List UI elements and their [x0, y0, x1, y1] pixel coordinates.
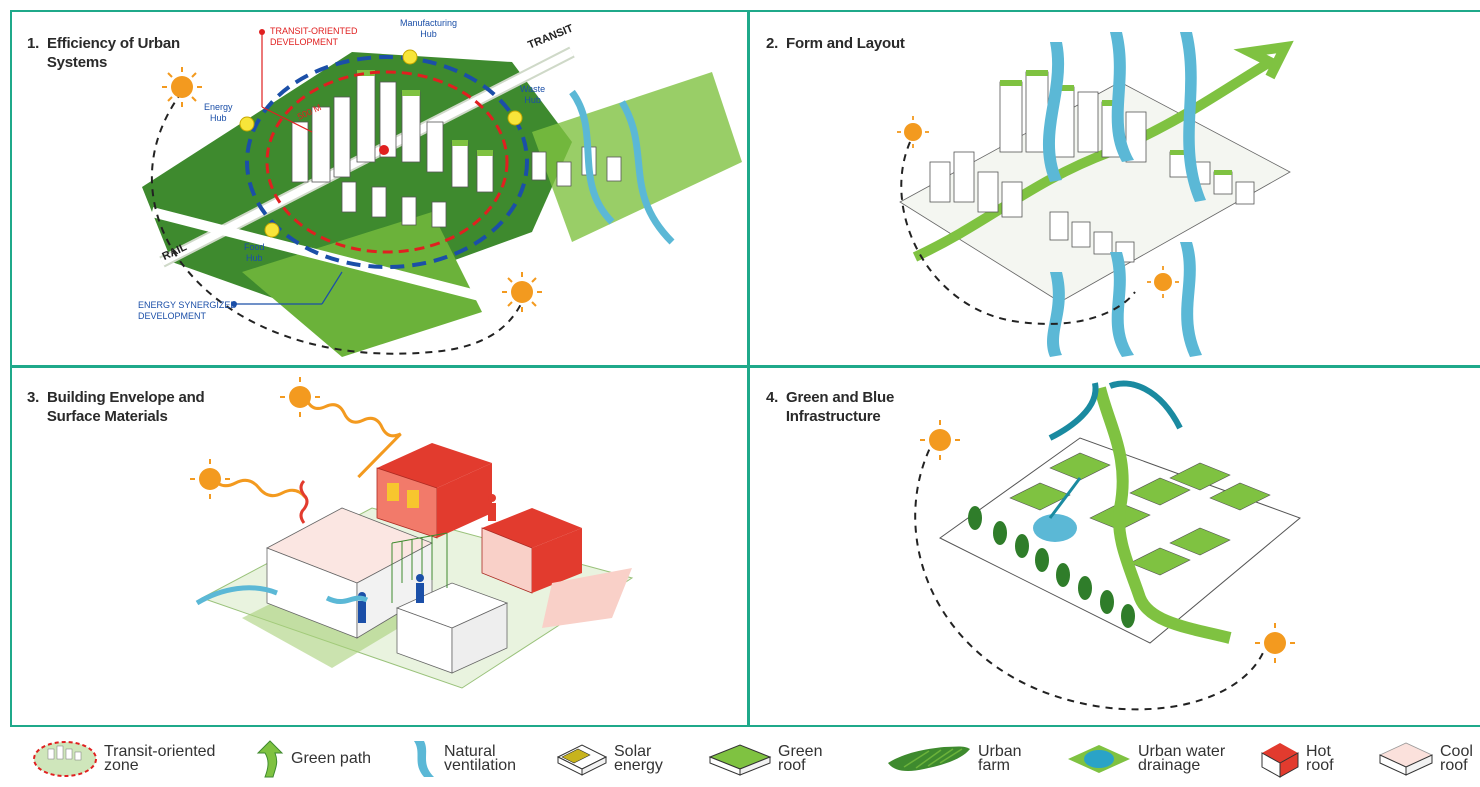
label-waste-hub: Waste Hub: [520, 84, 546, 105]
green-blue-infrastructure-illustration: [914, 380, 1301, 711]
green-path-icon: [256, 740, 284, 778]
legend-label: Urban water drainage: [1138, 743, 1226, 774]
legend-item-natural-ventilation: Natural ventilation: [410, 734, 516, 784]
diagram-frame: [10, 10, 1480, 727]
sun-icon: [502, 272, 542, 312]
legend-label: Natural ventilation: [444, 743, 517, 774]
legend-item-solar-energy: Solar energy: [556, 734, 663, 784]
urban-farm-icon: [888, 746, 970, 771]
legend-item-green-path: Green path: [255, 734, 371, 784]
natural-ventilation-icon: [414, 741, 434, 777]
legend-label: Green roof: [778, 743, 823, 774]
legend-item-cool-roof: Cool roof: [1378, 734, 1473, 784]
panel-divider-horizontal: [10, 365, 1480, 368]
form-layout-illustration: [897, 32, 1294, 357]
sun-icon: [897, 116, 929, 148]
legend-label: Green path: [291, 750, 372, 767]
legend-label: Hot roof: [1306, 743, 1334, 774]
legend-item-urban-farm: Urban farm: [884, 734, 1022, 784]
legend-item-urban-water-drainage: Urban water drainage: [1066, 734, 1225, 784]
sun-icon: [920, 420, 960, 460]
label-manufacturing-hub: Manufacturing Hub: [400, 18, 458, 39]
sun-icon: [162, 67, 202, 107]
legend-label: Solar energy: [614, 743, 663, 774]
legend-label: Urban farm: [978, 743, 1022, 774]
sun-icon: [1147, 266, 1179, 298]
panel-title: 1. Efficiency of Urban Systems: [27, 35, 180, 71]
urban-water-drainage-icon: [1068, 745, 1130, 773]
building-envelope-illustration: [190, 377, 634, 689]
legend-label: Cool roof: [1440, 743, 1473, 774]
sun-icon: [190, 459, 230, 499]
panel-efficiency-of-urban-systems: 1. Efficiency of Urban Systems: [12, 12, 747, 365]
label-transit-oriented-development: TRANSIT-ORIENTED DEVELOPMENT: [270, 26, 358, 47]
label-energy-hub: Energy Hub: [204, 102, 233, 123]
panel-title: 3. Building Envelope and Surface Materia…: [27, 389, 205, 425]
sun-icon: [1255, 623, 1295, 663]
label-food-hub: Food Hub: [244, 242, 265, 263]
panel-green-blue-infrastructure: 4. Green and Blue Infrastructure: [750, 368, 1480, 725]
green-roof-icon: [708, 744, 772, 776]
legend: Transit-oriented zone Green path Natural…: [0, 732, 1480, 787]
panel-building-envelope: 3. Building Envelope and Surface Materia…: [12, 368, 747, 725]
solar-energy-icon: [556, 744, 608, 776]
hot-roof-icon: [1261, 743, 1299, 778]
sun-icon: [280, 377, 320, 417]
legend-item-hot-roof: Hot roof: [1260, 734, 1334, 784]
label-energy-synergized-development: ENERGY SYNERGIZED DEVELOPMENT: [138, 300, 237, 321]
legend-item-green-roof: Green roof: [708, 734, 822, 784]
urban-systems-illustration: [142, 29, 742, 357]
panel-divider-vertical: [747, 10, 750, 727]
transit-oriented-zone-icon: [33, 741, 97, 777]
panel-title: 4. Green and Blue Infrastructure: [766, 389, 895, 425]
panel-title: 2. Form and Layout: [766, 35, 905, 52]
legend-label: Transit-oriented zone: [104, 743, 216, 774]
panel-form-and-layout: 2. Form and Layout: [750, 12, 1480, 365]
cool-roof-icon: [1379, 742, 1433, 776]
legend-item-transit-oriented-zone: Transit-oriented zone: [32, 734, 215, 784]
